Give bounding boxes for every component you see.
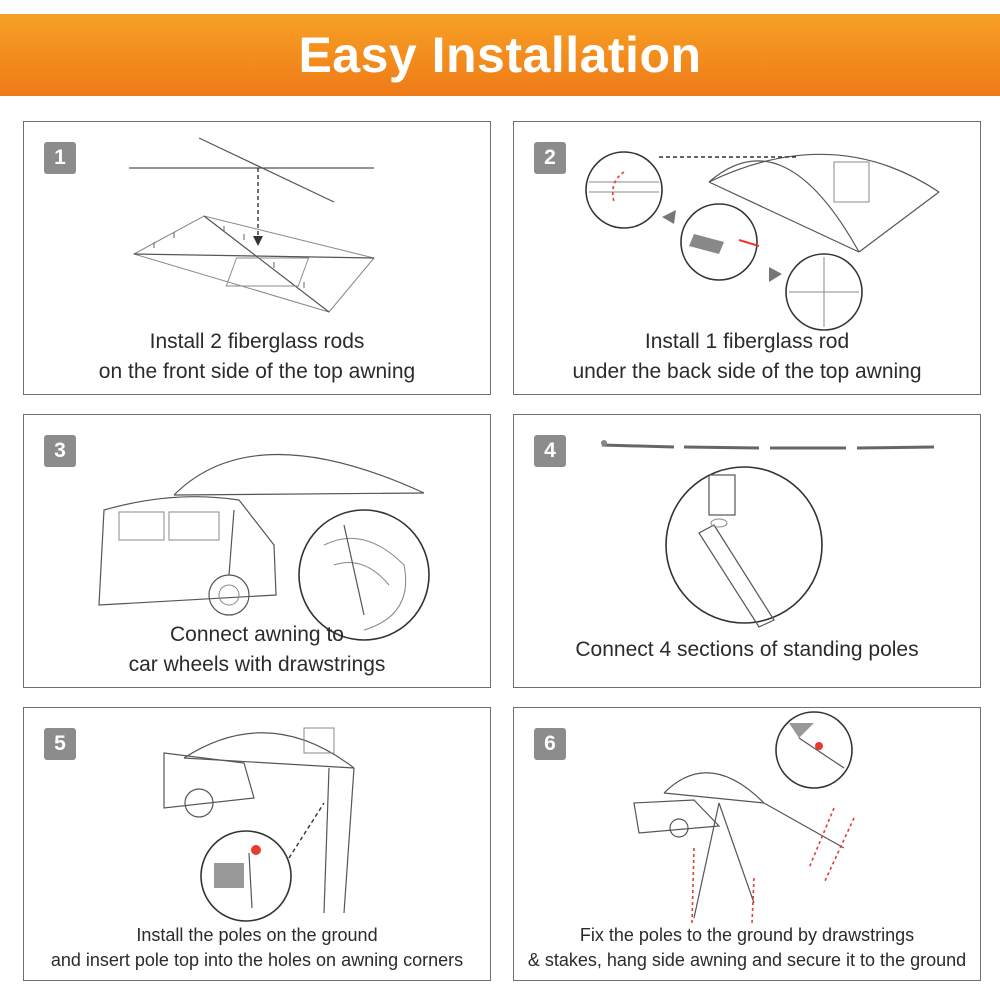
caption-line-1: Install 2 fiberglass rods xyxy=(24,327,490,357)
caption-line-2: on the front side of the top awning xyxy=(24,357,490,387)
magnifier-circle-icon xyxy=(666,467,822,623)
step-caption: Install 1 fiberglass rod under the back … xyxy=(514,327,980,387)
magnifier-circle-icon xyxy=(776,712,852,788)
arrow-head-icon xyxy=(253,236,263,246)
car-icon xyxy=(99,497,276,605)
step-caption: Install 2 fiberglass rods on the front s… xyxy=(24,327,490,387)
step-panel-3: 3 Connect awning to car wheels with draw… xyxy=(23,414,491,688)
caption-line-1: Connect awning to xyxy=(24,620,490,650)
step-panel-6: 6 Fix the poles to the ground by drawstr… xyxy=(513,707,981,981)
caption-line-2: and insert pole top into the holes on aw… xyxy=(24,948,490,973)
caption-line-1: Install 1 fiberglass rod xyxy=(514,327,980,357)
step-panel-4: 4 Connect 4 sections of standing poles xyxy=(513,414,981,688)
page-title: Easy Installation xyxy=(0,14,1000,96)
car-icon xyxy=(634,800,719,833)
triangle-pointer-icon xyxy=(769,267,782,282)
step-panel-2: 2 Install 1 fiberglass rod under the bac… xyxy=(513,121,981,395)
step-caption: Fix the poles to the ground by drawstrin… xyxy=(514,923,980,973)
caption-line-1: Install the poles on the ground xyxy=(24,923,490,948)
caption-line-2: & stakes, hang side awning and secure it… xyxy=(514,948,980,973)
step-caption: Install the poles on the ground and inse… xyxy=(24,923,490,973)
pole-icon xyxy=(601,440,934,448)
step-panel-1: 1 Install 2 fiberglass rods on the front… xyxy=(23,121,491,395)
magnifier-circle-icon xyxy=(586,152,662,228)
step-caption: Connect awning to car wheels with drawst… xyxy=(24,620,490,680)
triangle-pointer-icon xyxy=(662,210,676,224)
caption-line-2: under the back side of the top awning xyxy=(514,357,980,387)
step-panel-5: 5 Install the poles on the ground and in… xyxy=(23,707,491,981)
step-caption: Connect 4 sections of standing poles xyxy=(514,635,980,665)
caption-line-1: Connect 4 sections of standing poles xyxy=(514,635,980,665)
caption-line-1: Fix the poles to the ground by drawstrin… xyxy=(514,923,980,948)
caption-line-2: car wheels with drawstrings xyxy=(24,650,490,680)
